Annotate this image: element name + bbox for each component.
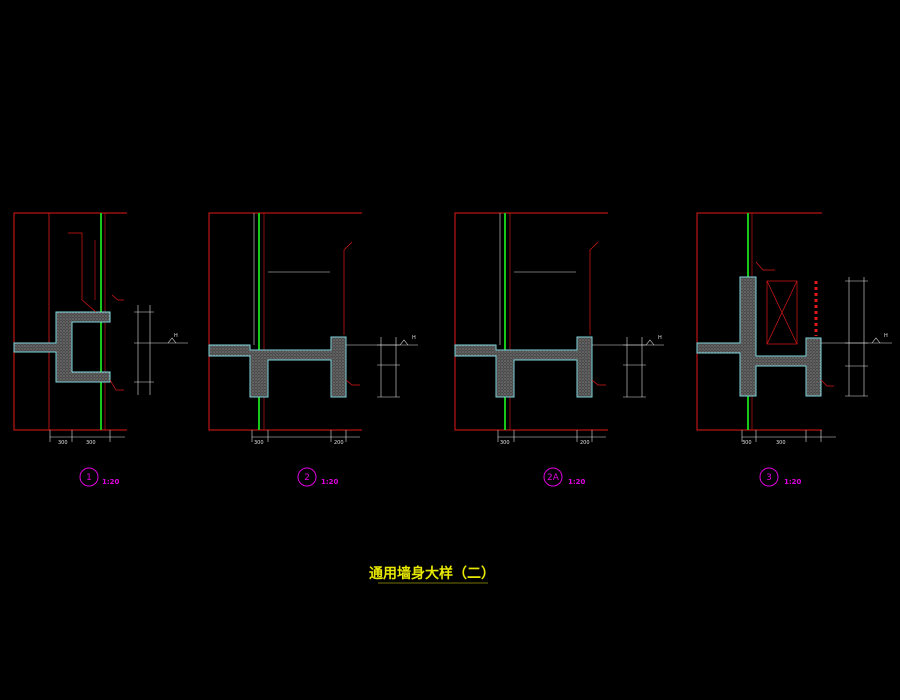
detail-2-horizontal-dimension [251, 430, 360, 442]
detail-2-dim-b: 200 [334, 440, 344, 446]
detail-1-dim-b: 300 [86, 440, 96, 446]
detail-3-horizontal-dimension [741, 430, 836, 442]
detail-1-dim-a: 300 [58, 440, 68, 446]
detail-2a-scale: 1:20 [568, 478, 586, 486]
detail-2a-dim-a: 300 [500, 440, 510, 446]
detail-2-marker-circle [297, 467, 317, 487]
detail-1-marker-circle [79, 467, 99, 487]
detail-2a-level-mark: H [658, 335, 662, 341]
detail-1-id: 1 [86, 473, 92, 483]
detail-2-id: 2 [304, 473, 310, 483]
detail-1-level-mark: H [174, 333, 178, 339]
detail-3: 300 300 H 3 1:20 [696, 212, 892, 487]
detail-3-vertical-dimension [845, 277, 868, 397]
detail-3-level-symbol [871, 337, 881, 344]
detail-2-scale: 1:20 [321, 478, 339, 486]
detail-2-concrete-section [208, 336, 347, 398]
detail-2a-vertical-dimension [623, 337, 646, 398]
detail-3-concrete-section [696, 276, 822, 397]
detail-2a-id: 2A [547, 473, 560, 483]
detail-3-frame [696, 212, 822, 431]
detail-1: 300 300 H 1 1:20 [13, 212, 188, 487]
detail-3-id: 3 [766, 473, 772, 483]
detail-2a-leader [589, 241, 599, 335]
detail-2a-concrete-section [454, 336, 593, 398]
detail-2: 300 200 H 2 1:20 [208, 212, 418, 487]
detail-2-frame [208, 212, 362, 431]
detail-1-concrete-section [13, 311, 111, 383]
detail-3-marker-circle [759, 467, 779, 487]
detail-2a-marker-circle [543, 467, 563, 487]
detail-3-dim-b: 300 [776, 440, 786, 446]
detail-1-frame [13, 212, 127, 431]
detail-2a: 300 200 H 2A 1:20 [454, 212, 664, 487]
detail-1-scale: 1:20 [102, 478, 120, 486]
detail-2-dim-a: 300 [254, 440, 264, 446]
detail-3-level-mark: H [884, 333, 888, 339]
detail-1-vertical-dimension [134, 305, 154, 395]
detail-1-leader [68, 232, 97, 313]
detail-2a-frame [454, 212, 608, 431]
detail-1-level-symbol [167, 337, 177, 344]
detail-2-vertical-dimension [377, 337, 400, 398]
detail-3-opening [766, 280, 798, 345]
detail-2-level-mark: H [412, 335, 416, 341]
detail-2a-dim-b: 200 [580, 440, 590, 446]
detail-3-scale: 1:20 [784, 478, 802, 486]
drawing-title: 通用墙身大样（二） [369, 565, 495, 582]
detail-3-dim-a: 300 [742, 440, 752, 446]
detail-1-horizontal-dimension [49, 430, 125, 442]
detail-2-level-symbol [399, 339, 409, 346]
detail-2-leader [343, 241, 353, 335]
detail-2a-level-symbol [645, 339, 655, 346]
detail-2a-horizontal-dimension [497, 430, 606, 442]
